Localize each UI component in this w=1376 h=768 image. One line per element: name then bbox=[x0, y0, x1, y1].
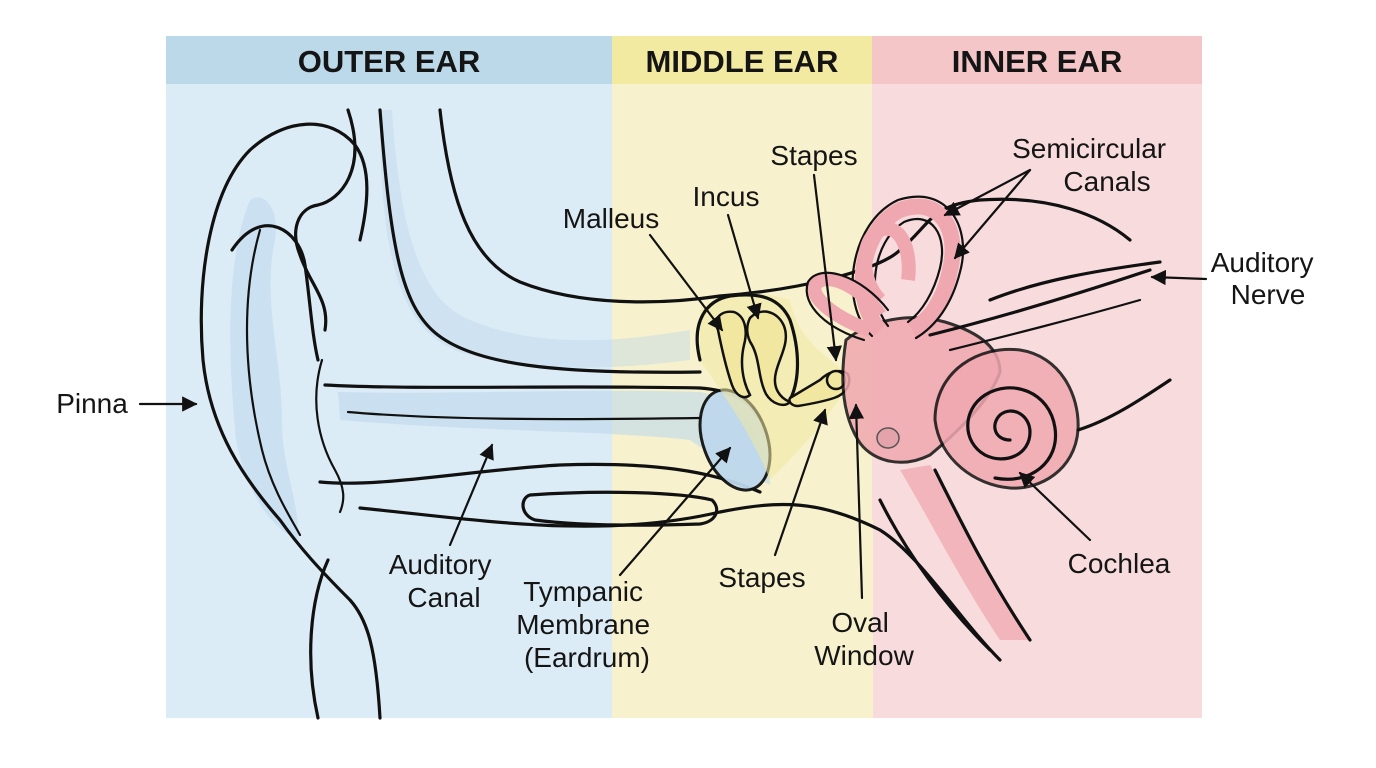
pointer-arrows bbox=[138, 168, 1208, 600]
semicircular-canal-2 bbox=[858, 221, 916, 305]
semicircular-canal-3 bbox=[807, 272, 886, 337]
outer-ear-header-bg bbox=[166, 36, 612, 84]
auditory-canal-arrow bbox=[448, 443, 494, 547]
bone-shade bbox=[380, 110, 690, 368]
canal-drawing bbox=[318, 108, 1132, 662]
auditory-nerve-arrow bbox=[1150, 269, 1208, 286]
bone-contour-left bbox=[378, 108, 702, 374]
label-auditory-canal: Auditory Canal bbox=[389, 549, 500, 613]
inner-ear-drawing bbox=[805, 195, 1172, 652]
label-semicircular-line1: Semicircular bbox=[1012, 133, 1166, 164]
middle-lower-region bbox=[693, 520, 873, 718]
label-malleus: Malleus bbox=[563, 203, 659, 234]
malleus-bone bbox=[715, 310, 752, 399]
ossicles-drawing bbox=[695, 293, 851, 480]
semicircular-arrow-2 bbox=[953, 168, 1032, 260]
label-auditory-nerve-line1: Auditory bbox=[1211, 247, 1314, 278]
label-tympanic-membrane: Tympanic Membrane (Eardrum) bbox=[516, 576, 658, 673]
nerve-bundle-lower bbox=[988, 260, 1162, 302]
label-pinna: Pinna bbox=[56, 388, 128, 419]
label-auditory-canal-line2: Canal bbox=[407, 582, 480, 613]
nerve-bundle-upper bbox=[928, 268, 1152, 337]
round-window bbox=[876, 427, 900, 449]
malleus-arrow bbox=[648, 233, 724, 332]
semicircular-canal-1-outline bbox=[851, 195, 965, 340]
middle-ear-header-bg bbox=[612, 36, 872, 84]
inner-ear-header-bg bbox=[872, 36, 1202, 84]
pinna-shading bbox=[230, 197, 299, 541]
helix-top bbox=[294, 108, 357, 332]
label-oval-window: Oval Window bbox=[814, 607, 914, 671]
concha bbox=[315, 358, 345, 514]
label-cochlea: Cochlea bbox=[1068, 548, 1171, 579]
lower-bone-contour bbox=[358, 502, 1002, 662]
inner-lower-contour bbox=[1076, 378, 1172, 432]
semicircular-canal-3-outline bbox=[805, 271, 890, 342]
labels: Pinna Auditory Canal Tympanic Membrane (… bbox=[56, 133, 1322, 673]
label-auditory-nerve-line2: Nerve bbox=[1231, 279, 1306, 310]
pinna-outer-contour bbox=[199, 122, 382, 720]
pinna-drawing bbox=[199, 108, 382, 720]
cochlea-arrow bbox=[1018, 471, 1092, 542]
label-tympanic-line1: Tympanic bbox=[523, 576, 643, 607]
label-tympanic-line3: (Eardrum) bbox=[524, 642, 650, 673]
semicircular-arrow-1 bbox=[943, 168, 1032, 217]
lobule bbox=[309, 558, 330, 720]
label-oval-window-line1: Oval bbox=[831, 607, 889, 638]
middle-ear-cavity-wall bbox=[695, 293, 800, 402]
stapes-top-arrow bbox=[812, 173, 843, 362]
tube-contour-left bbox=[878, 498, 992, 652]
inner-ear-header: INNER EAR bbox=[952, 44, 1123, 79]
outer-ear-header: OUTER EAR bbox=[298, 44, 481, 79]
canal-mid-line bbox=[346, 410, 702, 421]
label-stapes-bottom: Stapes bbox=[718, 562, 805, 593]
label-stapes-top: Stapes bbox=[770, 140, 857, 171]
middle-ear-header: MIDDLE EAR bbox=[646, 44, 839, 79]
canal-blue-band bbox=[338, 390, 770, 485]
label-semicircular-line2: Canals bbox=[1063, 166, 1150, 197]
nerve-bundle-mid bbox=[948, 298, 1142, 352]
incus-arrow bbox=[726, 213, 762, 320]
label-incus: Incus bbox=[693, 181, 760, 212]
label-oval-window-line2: Window bbox=[814, 640, 914, 671]
antihelix bbox=[230, 224, 320, 362]
oval-window-arrow bbox=[848, 403, 865, 600]
canal-to-cochlea-tube bbox=[900, 465, 1030, 640]
tube-contour-right bbox=[933, 468, 1032, 642]
bone-contour-right bbox=[438, 108, 722, 304]
mastoid-lobe bbox=[521, 490, 719, 527]
pinna-inner-fold bbox=[245, 228, 302, 537]
tympanic-arrow bbox=[618, 446, 732, 577]
label-tympanic-line2: Membrane bbox=[516, 609, 650, 640]
stapes-bottom-arrow bbox=[773, 408, 828, 557]
label-auditory-canal-line1: Auditory bbox=[389, 549, 492, 580]
label-auditory-nerve: Auditory Nerve bbox=[1211, 247, 1322, 310]
cochlea-spiral bbox=[966, 386, 1058, 481]
label-semicircular-canals: Semicircular Canals bbox=[1012, 133, 1174, 197]
